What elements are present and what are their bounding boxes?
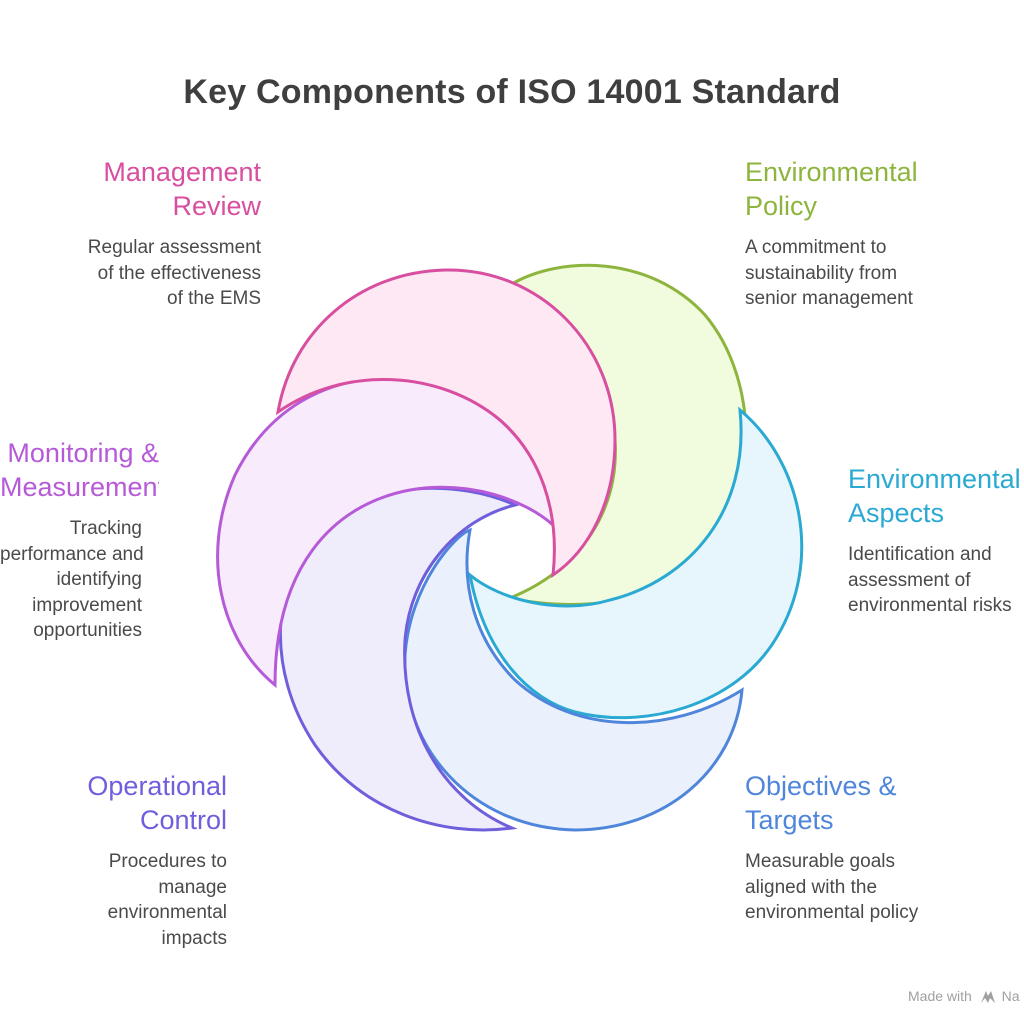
component-management-review: Management Review Regular assessment of … <box>0 155 261 312</box>
description-line: identifying <box>56 569 142 590</box>
description-line: A commitment to <box>745 237 887 258</box>
brand-label: Na <box>1001 988 1020 1004</box>
component-heading: Monitoring & Measurement <box>0 436 159 504</box>
component-heading: Objectives & Targets <box>745 769 1024 837</box>
component-monitoring-measurement: Monitoring & Measurement Tracking perfor… <box>0 436 159 644</box>
component-operational-control: Operational Control Procedures to manage… <box>0 769 227 951</box>
component-heading: Operational Control <box>0 769 227 837</box>
component-description: Measurable goals aligned with the enviro… <box>745 849 1024 926</box>
heading-line: Environmental <box>745 157 918 187</box>
heading-line: Environmental <box>848 464 1021 494</box>
component-environmental-policy: Environmental Policy A commitment to sus… <box>745 155 1024 312</box>
heading-line: Control <box>139 805 227 835</box>
made-with-label: Made with <box>908 988 972 1004</box>
heading-line: Monitoring & <box>7 438 159 468</box>
description-line: senior management <box>745 288 913 309</box>
description-line: environmental <box>107 902 227 923</box>
component-description: Regular assessment of the effectiveness … <box>0 235 261 312</box>
heading-line: Objectives & <box>745 771 897 801</box>
description-line: impacts <box>161 927 227 949</box>
heading-line: Measurement <box>0 472 159 502</box>
description-line: Tracking <box>69 518 142 539</box>
description-line: manage <box>158 876 227 898</box>
description-line: Regular assessment <box>87 237 261 258</box>
petal-objectives-targets <box>403 527 744 832</box>
description-line: performance and <box>0 543 144 565</box>
description-line: of the EMS <box>167 288 261 309</box>
component-heading: Environmental Policy <box>745 155 1024 223</box>
component-description: Procedures to manage environmental impac… <box>0 849 227 951</box>
heading-line: Review <box>172 191 261 221</box>
description-line: opportunities <box>33 620 142 641</box>
heading-line: Policy <box>745 191 818 221</box>
description-line: Measurable goals <box>745 851 895 872</box>
heading-line: Aspects <box>848 498 945 528</box>
component-objectives-targets: Objectives & Targets Measurable goals al… <box>745 769 1024 926</box>
component-description: Identification and assessment of environ… <box>848 542 1024 619</box>
component-heading: Management Review <box>0 155 261 223</box>
heading-line: Targets <box>745 805 834 835</box>
heading-line: Management <box>103 157 261 187</box>
petal-environmental-aspects <box>467 406 804 720</box>
component-environmental-aspects: Environmental Aspects Identification and… <box>848 462 1024 619</box>
component-heading: Environmental Aspects <box>848 462 1024 530</box>
description-line: environmental policy <box>745 902 919 923</box>
description-line: Identification and <box>848 544 992 565</box>
petal-management-review <box>275 268 617 579</box>
description-line: of the effectiveness <box>97 262 261 284</box>
heading-line: Operational <box>87 771 227 801</box>
description-line: Procedures to <box>108 851 227 872</box>
description-line: assessment of <box>848 569 971 591</box>
description-line: sustainability from <box>745 262 898 284</box>
description-line: improvement <box>32 594 142 616</box>
made-with-footer[interactable]: Made with Na <box>908 988 1020 1004</box>
description-line: aligned with the <box>745 876 878 898</box>
napkin-logo-icon <box>980 991 995 1004</box>
component-description: A commitment to sustainability from seni… <box>745 235 1024 312</box>
diagram-title: Key Components of ISO 14001 Standard <box>183 73 841 111</box>
component-description: Tracking performance and identifying imp… <box>0 516 159 644</box>
description-line: environmental risks <box>848 595 1012 616</box>
